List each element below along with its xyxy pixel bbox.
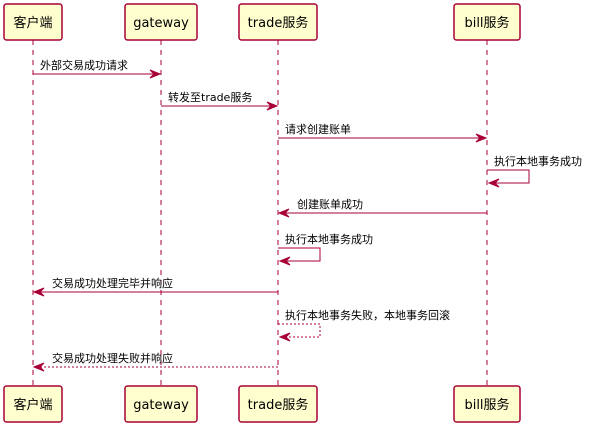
self-message-line: [278, 247, 321, 262]
participant-box: [124, 3, 198, 41]
message-label: 创建账单成功: [297, 197, 363, 211]
message-label: 交易成功处理完毕并响应: [52, 276, 173, 290]
participant-label: 客户端: [13, 15, 52, 31]
message-label: 转发至trade服务: [168, 90, 252, 104]
arrow-head: [149, 69, 162, 79]
participant-client-bottom: 客户端: [3, 385, 63, 423]
participant-label: gateway: [133, 16, 189, 31]
message-label: 外部交易成功请求: [40, 58, 128, 72]
message: 交易成功处理失败并响应: [32, 351, 278, 372]
participant-bill-top: bill服务: [453, 3, 521, 41]
arrow-head: [32, 287, 45, 297]
arrow-head: [475, 133, 488, 143]
participants-bottom: 客户端 gateway trade服务 bill服务: [3, 385, 521, 423]
messages: 外部交易成功请求转发至trade服务请求创建账单执行本地事务成功创建账单成功执行…: [32, 58, 582, 372]
participant-label: bill服务: [464, 15, 509, 31]
arrow-head: [278, 332, 291, 342]
participant-bill-bottom: bill服务: [453, 385, 521, 423]
participant-label: bill服务: [464, 397, 509, 413]
self-message-line: [278, 323, 321, 338]
message: 交易成功处理完毕并响应: [32, 276, 278, 297]
message-label: 执行本地事务成功: [494, 154, 582, 168]
participant-box: [453, 3, 521, 41]
message-label: 交易成功处理失败并响应: [52, 351, 173, 365]
participant-trade-bottom: trade服务: [238, 385, 318, 423]
participant-label: trade服务: [248, 397, 309, 413]
participant-label: 客户端: [13, 397, 52, 413]
participant-gateway-bottom: gateway: [124, 385, 198, 423]
participant-box: [124, 385, 198, 423]
participant-client-top: 客户端: [3, 3, 63, 41]
message-label: 执行本地事务失败，本地事务回滚: [285, 308, 450, 322]
participant-box: [3, 3, 63, 41]
participant-box: [3, 385, 63, 423]
message: 创建账单成功: [277, 197, 487, 218]
arrow-head: [32, 362, 45, 372]
message-label: 执行本地事务成功: [285, 232, 373, 246]
participant-label: gateway: [133, 398, 189, 413]
self-message-line: [487, 169, 530, 184]
message: 请求创建账单: [278, 122, 488, 143]
message: 外部交易成功请求: [33, 58, 162, 79]
message: 执行本地事务成功: [487, 154, 582, 188]
message-label: 请求创建账单: [285, 122, 351, 136]
participant-box: [238, 385, 318, 423]
arrow-head: [487, 178, 500, 188]
message: 转发至trade服务: [161, 90, 279, 111]
participant-box: [453, 385, 521, 423]
arrow-head: [277, 208, 290, 218]
participant-box: [238, 3, 318, 41]
message: 执行本地事务成功: [278, 232, 373, 266]
participants-top: 客户端 gateway trade服务 bill服务: [3, 3, 521, 41]
participant-gateway-top: gateway: [124, 3, 198, 41]
arrow-head: [266, 101, 279, 111]
arrow-head: [278, 256, 291, 266]
participant-trade-top: trade服务: [238, 3, 318, 41]
message: 执行本地事务失败，本地事务回滚: [278, 308, 450, 342]
participant-label: trade服务: [248, 15, 309, 31]
